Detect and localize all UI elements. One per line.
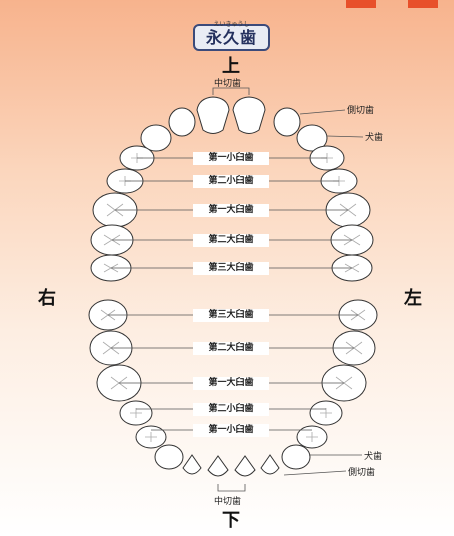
upper-canine-left-tooth <box>140 124 172 152</box>
lower-second-premolar-right-tooth <box>309 400 343 426</box>
lower-lateral-incisor-left-tooth <box>182 454 202 475</box>
upper-central-incisor-left-tooth <box>196 96 230 134</box>
lower-canine-right-tooth <box>281 444 311 470</box>
lower-central-incisor-label: 中切歯 <box>214 497 242 507</box>
lower-first-molar-label: 第一大臼歯 <box>193 377 269 390</box>
lower-lateral-incisor-leader <box>283 470 347 476</box>
lower-first-premolar-left-tooth <box>135 425 167 449</box>
lower-central-incisor-left-tooth <box>207 455 229 477</box>
lower-lateral-incisor-right-tooth <box>260 454 280 475</box>
upper-second-molar-label: 第二大臼歯 <box>193 234 269 247</box>
lower-central-incisor-bracket <box>217 484 246 492</box>
lower-first-premolar-label: 第一小臼歯 <box>193 424 269 437</box>
corner-accent-mark <box>408 0 438 8</box>
lower-central-incisor-right-tooth <box>234 455 256 477</box>
direction-lower: 下 <box>222 510 240 531</box>
direction-right: 右 <box>38 288 56 309</box>
upper-canine-leader <box>326 135 364 138</box>
upper-central-incisor-bracket <box>212 87 250 95</box>
upper-canine-label: 犬歯 <box>365 133 384 143</box>
direction-upper: 上 <box>222 56 240 77</box>
title-box: えいきゅうし 永久歯 <box>193 21 270 51</box>
upper-lateral-incisor-label: 側切歯 <box>347 106 375 116</box>
direction-left: 左 <box>404 288 422 309</box>
upper-central-incisor-label: 中切歯 <box>214 79 242 89</box>
lower-second-premolar-left-tooth <box>119 400 153 426</box>
upper-lateral-incisor-left-tooth <box>168 107 196 137</box>
upper-third-molar-label: 第三大臼歯 <box>193 262 269 275</box>
title-ruby: えいきゅうし <box>213 21 250 28</box>
lower-third-molar-label: 第三大臼歯 <box>193 309 269 322</box>
lower-canine-left-tooth <box>154 444 184 470</box>
lower-lateral-incisor-label: 側切歯 <box>348 468 376 478</box>
upper-first-molar-label: 第一大臼歯 <box>193 204 269 217</box>
corner-accent-mark <box>346 0 376 8</box>
upper-lateral-incisor-leader <box>299 109 346 115</box>
lower-canine-label: 犬歯 <box>364 452 383 462</box>
lower-second-premolar-label: 第二小臼歯 <box>193 403 269 416</box>
upper-central-incisor-right-tooth <box>232 96 266 134</box>
upper-lateral-incisor-right-tooth <box>273 107 301 137</box>
lower-first-premolar-right-tooth <box>296 425 328 449</box>
upper-canine-right-tooth <box>296 124 328 152</box>
upper-first-premolar-label: 第一小臼歯 <box>193 152 269 165</box>
upper-second-premolar-label: 第二小臼歯 <box>193 175 269 188</box>
page-title: 永久歯 <box>205 28 257 47</box>
lower-second-molar-label: 第二大臼歯 <box>193 342 269 355</box>
